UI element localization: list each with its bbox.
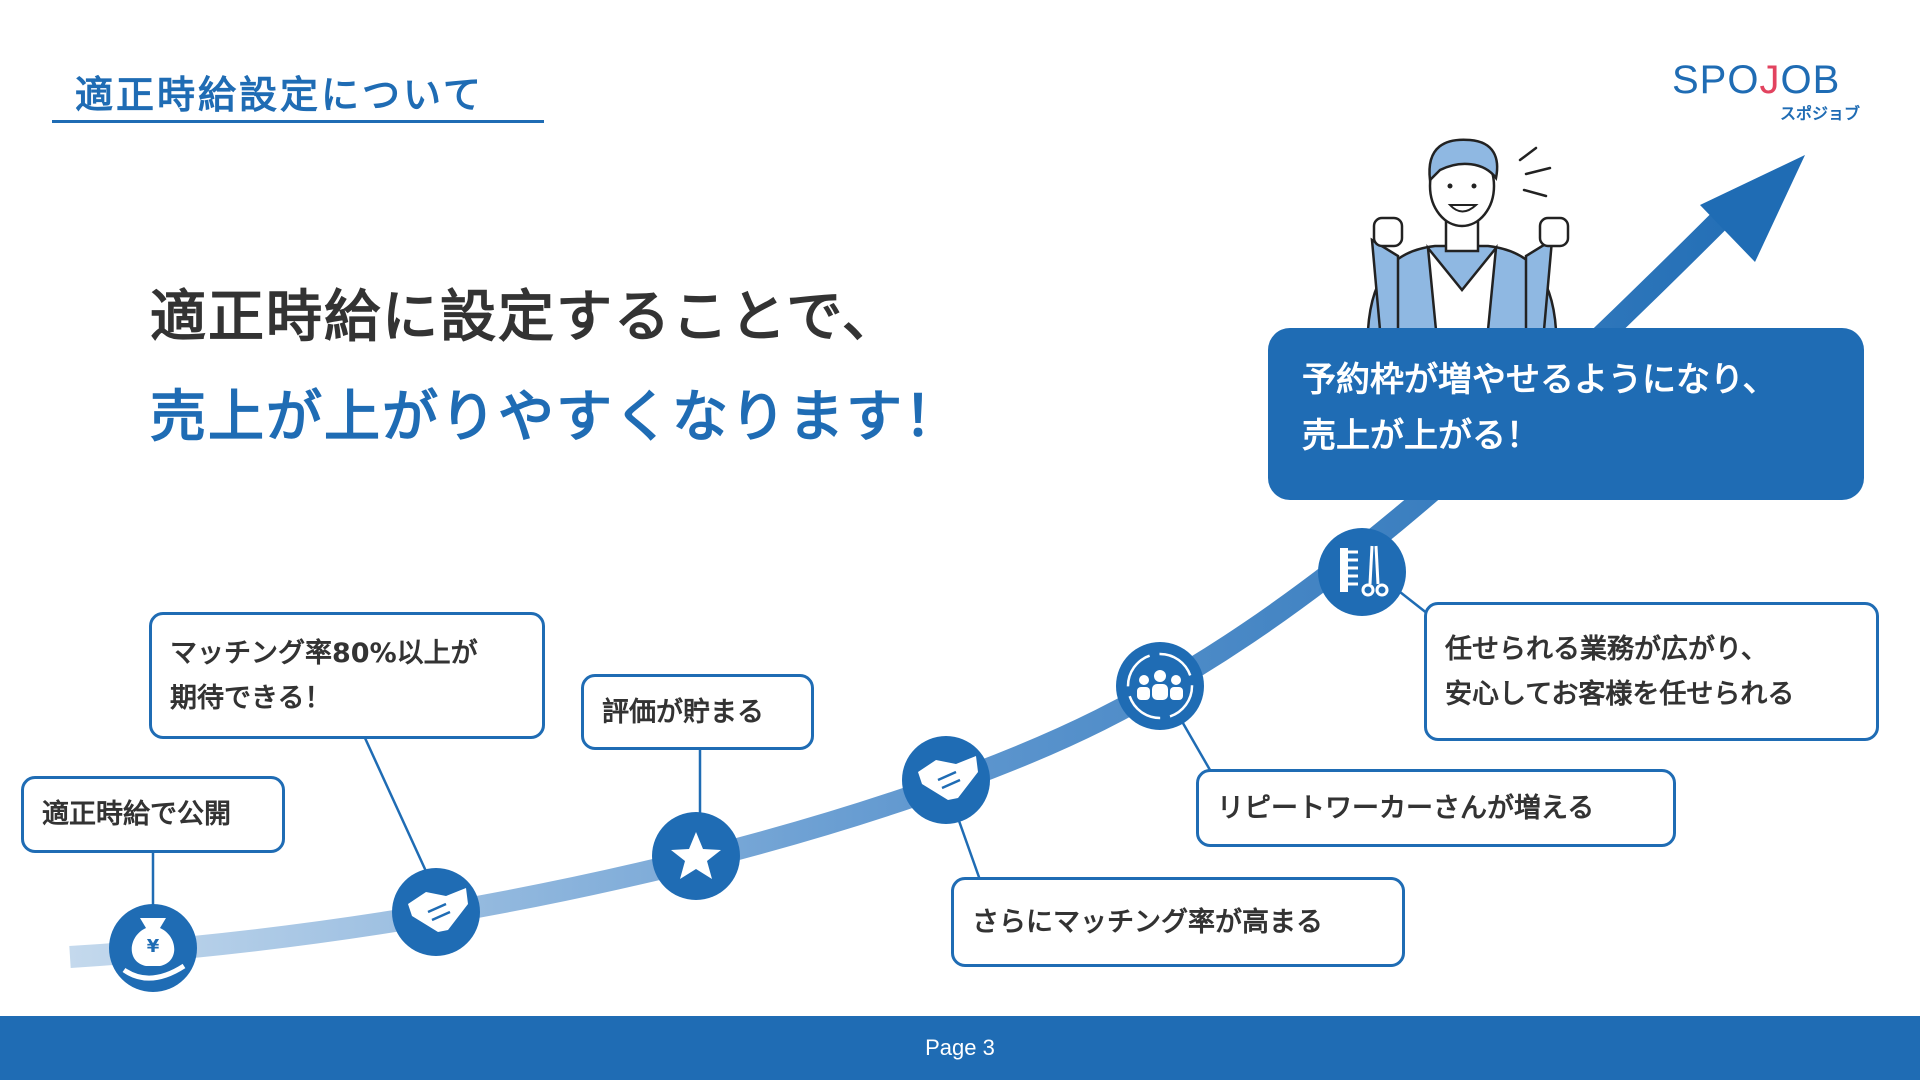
step-2-line-1: マッチング率80%以上が — [170, 637, 478, 669]
connector-line-4 — [956, 817, 982, 881]
highlight-line-2: 売上が上がる！ — [1302, 416, 1540, 456]
step-5-line-1: リピートワーカーさんが増える — [1217, 792, 1595, 824]
step-2-line-2: 期待できる！ — [170, 682, 332, 714]
money-bag-yen-icon: ¥ — [109, 904, 197, 992]
step-bubble-5: リピートワーカーさんが増える — [1196, 769, 1676, 847]
growth-arrowhead — [1700, 155, 1805, 262]
step-6-line-1: 任せられる業務が広がり、 — [1445, 633, 1768, 665]
footer-bar — [0, 1016, 1920, 1080]
step-3-line-1: 評価が貯まる — [602, 696, 764, 728]
cheering-man-illustration — [1366, 138, 1570, 332]
result-highlight-box: 予約枠が増やせるようになり、 売上が上がる！ — [1268, 328, 1864, 500]
connector-line-5 — [1178, 717, 1212, 771]
section-title: 適正時給設定について — [75, 73, 484, 117]
logo-text-j: J — [1759, 58, 1781, 102]
headline-line-1: 適正時給に設定することで、 — [150, 285, 901, 350]
step-4-line-1: さらにマッチング率が高まる — [972, 906, 1323, 938]
star-icon — [652, 812, 740, 900]
connector-line-6 — [1399, 591, 1429, 615]
svg-text:¥: ¥ — [147, 936, 160, 957]
logo-text-b: OB — [1780, 58, 1841, 102]
people-group-icon — [1116, 642, 1204, 730]
step-1-line-1: 適正時給で公開 — [42, 799, 231, 830]
step-bubble-2: マッチング率80%以上が期待できる！ — [149, 612, 545, 739]
step-bubble-3: 評価が貯まる — [581, 674, 814, 750]
comb-scissors-icon — [1318, 528, 1406, 616]
step-bubble-1: 適正時給で公開 — [21, 776, 285, 853]
logo-text-a: SPO — [1672, 58, 1760, 102]
connector-line-2 — [363, 737, 432, 881]
logo-subtitle: スポジョブ — [1780, 104, 1861, 123]
step-6-line-2: 安心してお客様を任せられる — [1445, 678, 1795, 710]
highlight-line-1: 予約枠が増やせるようになり、 — [1302, 360, 1777, 400]
handshake-icon — [392, 868, 480, 956]
headline-line-2: 売上が上がりやすくなります！ — [150, 385, 962, 450]
section-underline — [52, 120, 544, 123]
step-bubble-4: さらにマッチング率が高まる — [951, 877, 1405, 967]
handshake-icon — [902, 736, 990, 824]
page-number: Page 3 — [925, 1035, 995, 1060]
spojob-logo: SPOJOB — [1672, 58, 1840, 103]
step-bubble-6: 任せられる業務が広がり、安心してお客様を任せられる — [1424, 602, 1879, 741]
